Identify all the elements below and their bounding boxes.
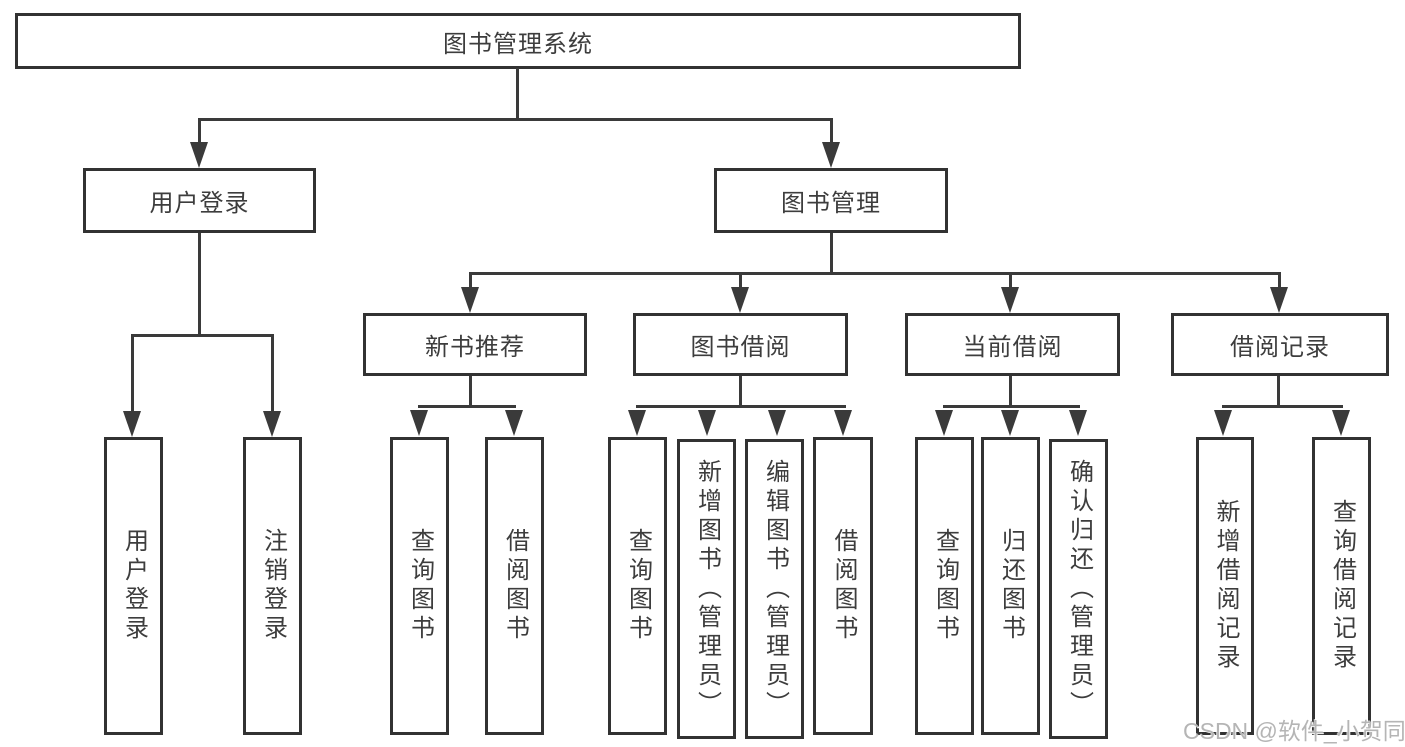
node-book-management-label: 图书管理 [781,190,881,217]
leaf-logout-login: 注销登录 [243,437,302,735]
arrowhead-down [698,410,716,436]
connector-line [1222,405,1343,408]
arrowhead-down [461,287,479,313]
node-book-borrowing: 图书借阅 [633,313,848,376]
node-user-login-label: 用户登录 [149,190,250,217]
leaf-query-books-current: 查询图书 [915,437,974,735]
node-user-login: 用户登录 [83,168,316,233]
leaf-borrow-books-borrow-label: 借阅图书 [830,528,857,644]
csdn-watermark: CSDN @软件_小贺同学 [1183,718,1405,744]
connector-line [198,118,201,146]
node-root-label: 图书管理系统 [443,30,593,58]
node-new-book-recommend: 新书推荐 [363,313,587,376]
arrowhead-down [1069,410,1087,436]
leaf-add-books-admin: 新增图书（管理员） [677,439,736,739]
arrowhead-down [768,410,786,436]
arrowhead-down [834,410,852,436]
connector-line [198,233,201,336]
arrowhead-down [1270,287,1288,313]
arrowhead-down [822,142,840,168]
leaf-borrow-books-recommend: 借阅图书 [485,437,544,735]
arrowhead-down [1001,410,1019,436]
leaf-user-login-label: 用户登录 [120,528,148,644]
leaf-add-borrow-record-label: 新增借阅记录 [1212,499,1239,673]
connector-line [739,376,742,408]
arrowhead-down [190,142,208,168]
connector-line [1009,272,1012,289]
node-current-borrowing-label: 当前借阅 [962,334,1063,361]
connector-line [943,405,1080,408]
leaf-query-borrow-record-label: 查询借阅记录 [1328,499,1356,673]
leaf-borrow-books-borrow: 借阅图书 [813,437,873,735]
connector-line [131,334,274,337]
arrowhead-down [731,287,749,313]
connector-line [469,272,472,289]
arrowhead-down [410,410,428,436]
node-book-management: 图书管理 [714,168,948,233]
connector-line [516,68,519,120]
node-new-book-recommend-label: 新书推荐 [425,334,525,361]
leaf-query-books-recommend-label: 查询图书 [406,528,434,644]
leaf-query-borrow-record: 查询借阅记录 [1312,437,1371,735]
leaf-edit-books-admin-label: 编辑图书（管理员） [761,458,789,720]
leaf-query-books-borrow: 查询图书 [608,437,667,735]
arrowhead-down [263,411,281,437]
arrowhead-down [1001,287,1019,313]
node-book-borrowing-label: 图书借阅 [690,334,791,361]
leaf-add-borrow-record: 新增借阅记录 [1196,437,1254,735]
leaf-add-books-admin-label: 新增图书（管理员） [693,458,721,720]
arrowhead-down [1332,410,1350,436]
connector-line [1277,376,1280,408]
connector-line [1009,376,1012,408]
leaf-return-books: 归还图书 [981,437,1040,735]
connector-line [418,405,516,408]
connector-line [1278,272,1281,289]
connector-line [198,118,833,121]
leaf-confirm-return-admin: 确认归还（管理员） [1049,439,1108,739]
arrowhead-down [628,410,646,436]
leaf-user-login: 用户登录 [104,437,163,735]
arrowhead-down [935,410,953,436]
node-borrowing-records: 借阅记录 [1171,313,1389,376]
connector-line [131,334,134,413]
node-current-borrowing: 当前借阅 [905,313,1120,376]
connector-line [271,334,274,413]
arrowhead-down [505,410,523,436]
connector-line [469,272,1281,275]
leaf-confirm-return-admin-label: 确认归还（管理员） [1065,458,1093,720]
leaf-query-books-recommend: 查询图书 [390,437,449,735]
leaf-return-books-label: 归还图书 [997,528,1025,644]
node-root: 图书管理系统 [15,13,1021,69]
connector-line [739,272,742,289]
leaf-query-books-current-label: 查询图书 [931,528,959,644]
connector-line [830,118,833,146]
leaf-query-books-borrow-label: 查询图书 [624,528,652,644]
leaf-borrow-books-recommend-label: 借阅图书 [501,528,529,644]
connector-line [469,376,472,408]
connector-line [830,233,833,274]
arrowhead-down [1214,410,1232,436]
leaf-logout-login-label: 注销登录 [259,528,287,644]
node-borrowing-records-label: 借阅记录 [1230,334,1330,361]
leaf-edit-books-admin: 编辑图书（管理员） [745,439,804,739]
connector-line [636,405,846,408]
arrowhead-down [123,411,141,437]
